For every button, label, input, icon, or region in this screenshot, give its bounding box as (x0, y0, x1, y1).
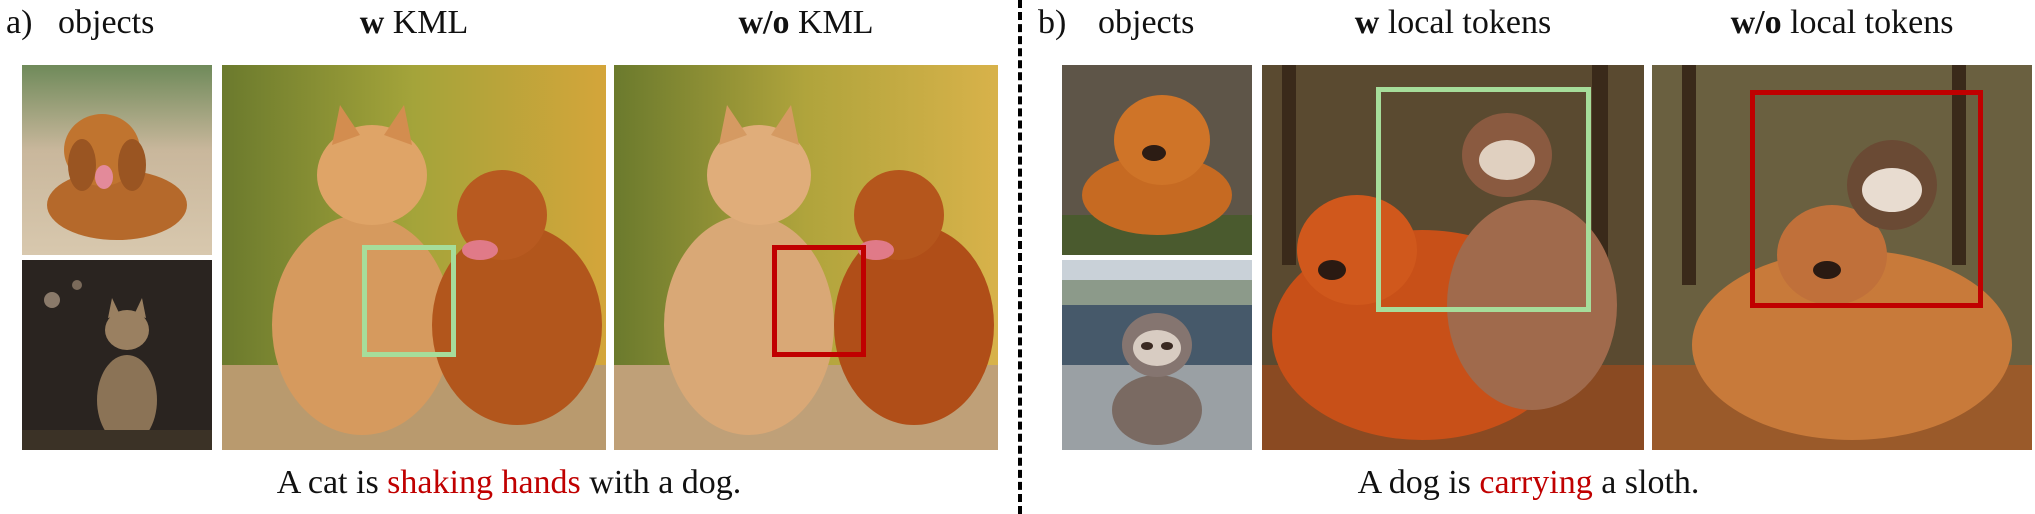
panel-a-with-kml-highlight-box (362, 245, 456, 357)
panel-b-col1-header: w local tokens (1262, 6, 1644, 40)
panel-a-letter: a) (6, 4, 33, 41)
panel-b-col2-header: w/o local tokens (1652, 6, 2032, 40)
panel-a-objects-label: objects (58, 4, 155, 41)
panel-b-without-local-tokens-highlight-box (1750, 90, 1983, 308)
panel-a-without-kml-image (614, 65, 998, 450)
panel-a-caption-highlight: shaking hands (387, 464, 581, 501)
panel-b-object-dog-image (1062, 65, 1252, 255)
panel-a-col2-header: w/o KML (614, 6, 998, 40)
panel-b-col2-header-bold: w/o (1730, 4, 1782, 41)
panel-b-objects-label: objects (1098, 4, 1195, 41)
panel-a-col1-header: w KML (222, 6, 606, 40)
panel-divider (1018, 0, 1022, 514)
panel-b-caption-highlight: carrying (1479, 464, 1593, 501)
panel-b-col1-header-bold: w (1354, 4, 1380, 41)
panel-b-caption-post: a sloth. (1592, 464, 1700, 501)
panel-a-col2-header-bold: w/o (738, 4, 790, 41)
panel-b-object-sloth-image (1062, 260, 1252, 450)
panel-b-without-local-tokens-image (1652, 65, 2032, 450)
panel-a-caption-post: with a dog. (580, 464, 742, 501)
panel-b-with-local-tokens-image (1262, 65, 1644, 450)
panel-a-caption-pre: A cat is (276, 464, 388, 501)
panel-a-object-dog-image (22, 65, 212, 255)
panel-a-caption: A cat is shaking hands with a dog. (0, 466, 1018, 500)
panel-a-object-cat-image (22, 260, 212, 450)
panel-b-col1-header-rest: local tokens (1379, 4, 1552, 41)
panel-b-letter: b) (1038, 4, 1067, 41)
panel-a-without-kml-highlight-box (772, 245, 866, 357)
panel-a-col1-header-bold: w (359, 4, 385, 41)
panel-a-col1-header-rest: KML (384, 4, 469, 41)
panel-b-col2-header-rest: local tokens (1781, 4, 1954, 41)
panel-b-with-local-tokens-highlight-box (1376, 87, 1591, 312)
panel-b-caption: A dog is carrying a sloth. (1022, 466, 2035, 500)
panel-b-caption-pre: A dog is (1357, 464, 1480, 501)
panel-a-col2-header-rest: KML (789, 4, 874, 41)
